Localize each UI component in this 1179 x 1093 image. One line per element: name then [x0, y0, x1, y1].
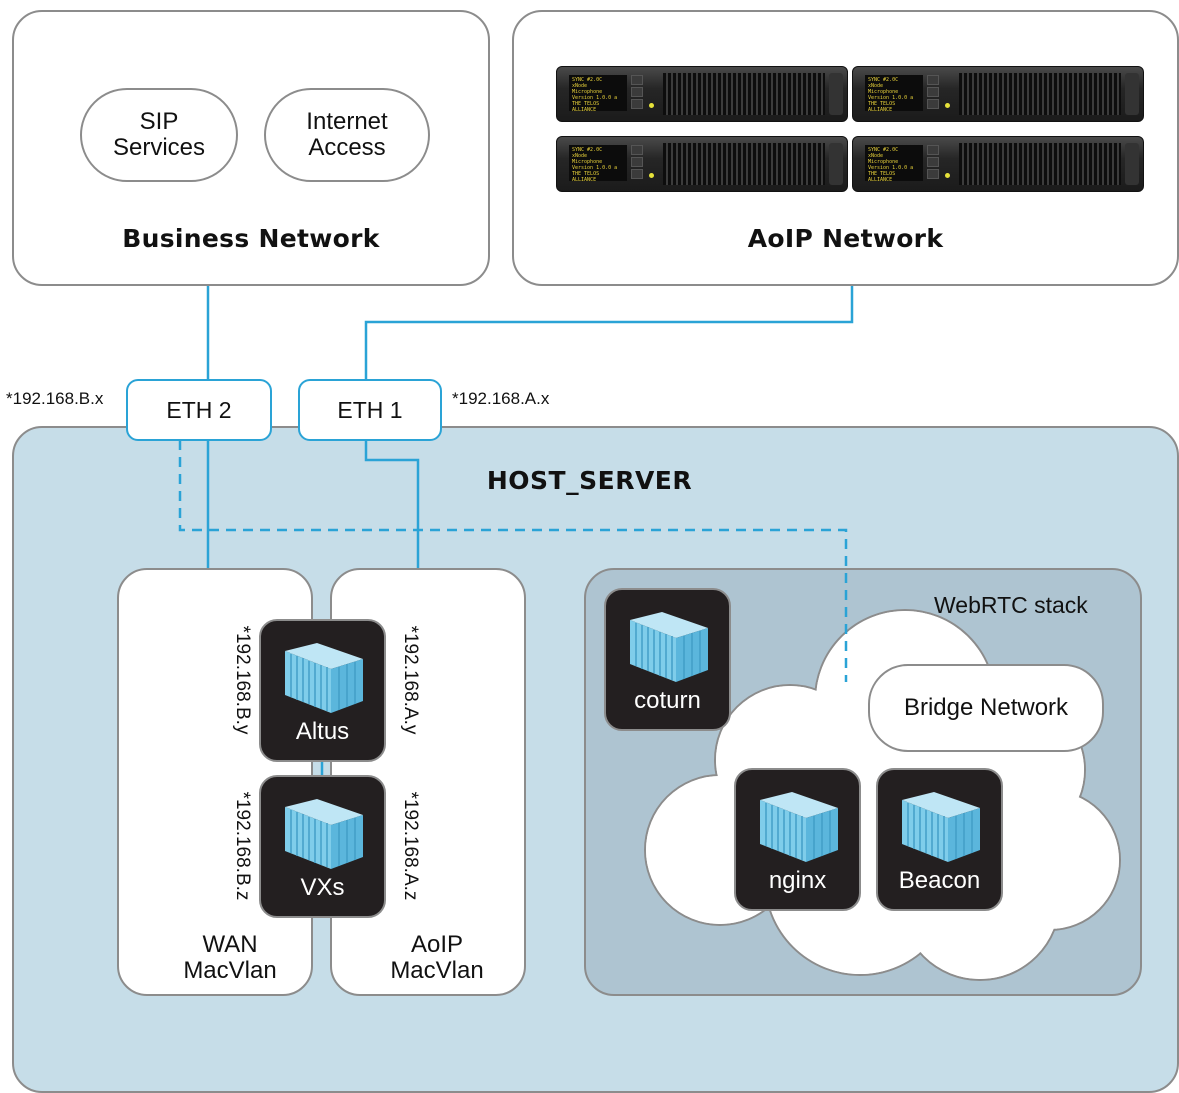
business-network-panel: SIP Services Internet Access Business Ne… — [12, 10, 490, 286]
aoip-macvlan-label: AoIP MacVlan — [390, 931, 484, 984]
altus-label: Altus — [295, 718, 350, 745]
vxs-aoip-ip-label: *192.168.A.z — [400, 791, 421, 901]
bridge-network-label: Bridge Network — [868, 664, 1104, 752]
webrtc-stack-title: WebRTC stack — [934, 592, 1088, 618]
host-server-title: HOST_SERVER — [486, 466, 693, 495]
altus-aoip-ip-label: *192.168.A.y — [400, 625, 421, 735]
eth2-interface: ETH 2 — [126, 379, 272, 441]
beacon-container: Beacon — [876, 768, 1003, 911]
vxs-wan-ip-label: *192.168.B.z — [232, 791, 253, 901]
altus-container: Altus — [259, 619, 386, 762]
aoip-to-eth1-link — [364, 286, 854, 380]
eth1-ip-label: *192.168.A.x — [452, 389, 550, 408]
sip-services-pill: SIP Services — [80, 88, 238, 182]
container-icon — [284, 799, 363, 869]
aoip-network-title: AoIP Network — [747, 224, 944, 253]
eth2-ip-label: *192.168.B.x — [6, 389, 104, 408]
business-network-title: Business Network — [122, 224, 380, 253]
vxs-label: VXs — [300, 874, 345, 901]
coturn-label: coturn — [634, 687, 701, 714]
beacon-label: Beacon — [898, 867, 981, 894]
wan-macvlan-label: WAN MacVlan — [183, 931, 277, 984]
container-icon — [629, 612, 708, 682]
container-icon — [901, 792, 980, 862]
container-icon — [759, 792, 838, 862]
internet-access-pill: Internet Access — [264, 88, 430, 182]
eth1-interface: ETH 1 — [298, 379, 442, 441]
nginx-container: nginx — [734, 768, 861, 911]
container-icon — [284, 643, 363, 713]
altus-wan-ip-label: *192.168.B.y — [232, 625, 253, 735]
vxs-container: VXs — [259, 775, 386, 918]
nginx-label: nginx — [768, 867, 827, 894]
coturn-container: coturn — [604, 588, 731, 731]
